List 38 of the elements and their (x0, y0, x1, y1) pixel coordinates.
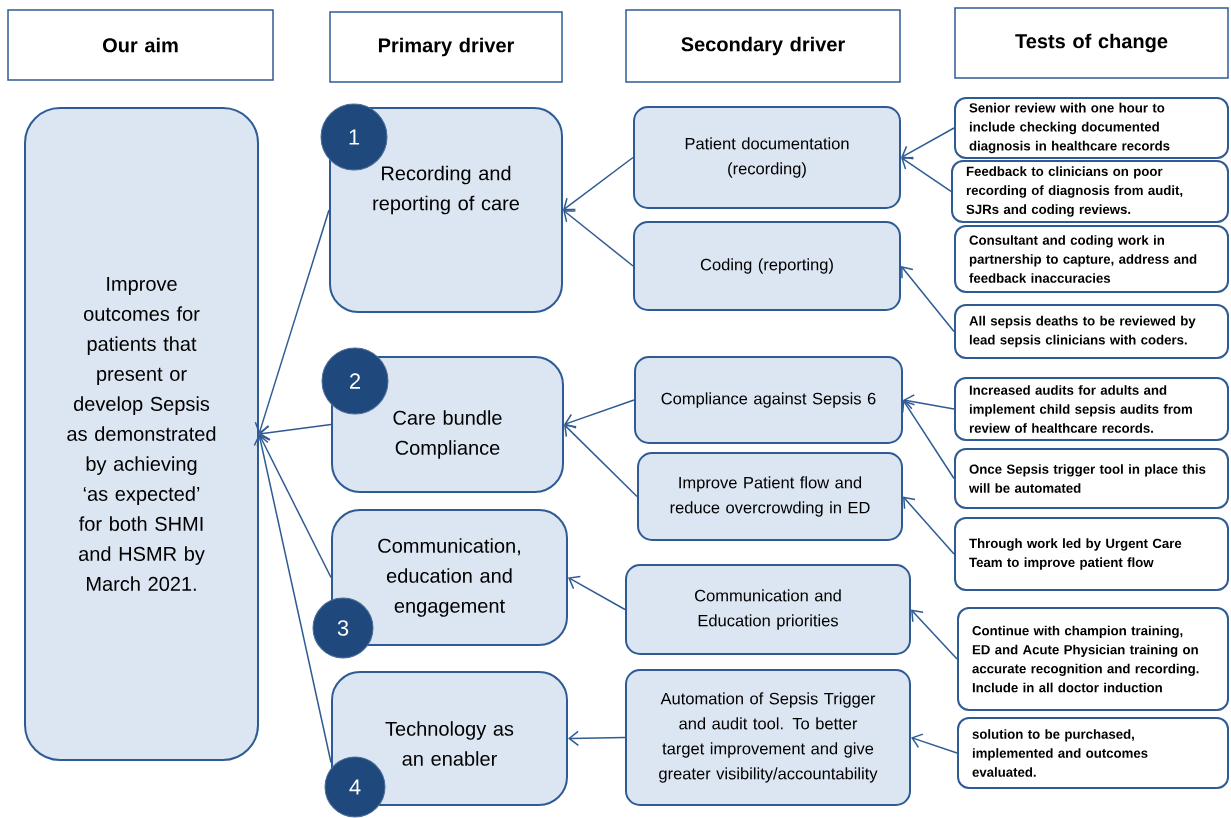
arrow (564, 399, 635, 429)
arrow (568, 730, 626, 747)
arrow (911, 609, 958, 660)
arrow (911, 733, 958, 754)
arrow (568, 575, 626, 611)
secondary-driver-box: Improve Patient flow and reduce overcrowding in ED (637, 452, 903, 541)
secondary-driver-box: Automation of Sepsis Trigger and audit tool. To better target improvement and give greater visibility/accountability (625, 669, 911, 806)
secondary-driver-box: Patient documentation (recording) (633, 106, 901, 209)
test-of-change-box: Senior review with one hour to include checking documented diagnosis in healthcare records (954, 97, 1229, 159)
test-of-change-box: solution to be purchased, implemented and outcomes evaluated. (957, 717, 1229, 789)
test-of-change-box: Consultant and coding work in partnership to capture, address and feedback inaccuracies (954, 225, 1229, 293)
arrow (253, 434, 332, 764)
test-of-change-box: Feedback to clinicians on poor recording of diagnosis from audit, SJRs and coding reviews. (951, 160, 1229, 223)
arrow (563, 156, 634, 211)
secondary-driver-box: Compliance against Sepsis 6 (634, 356, 903, 444)
test-of-change-box: Continue with champion training, ED and Acute Physician training on accurate recognition and recording. Include in all doctor induction (957, 607, 1229, 711)
test-of-change-box: Once Sepsis trigger tool in place this will be automated (954, 448, 1229, 509)
arrow (901, 400, 955, 480)
test-of-change-box: Increased audits for adults and implement child sepsis audits from review of healthcare records. (954, 377, 1229, 441)
arrow (256, 434, 332, 579)
arrow (903, 496, 955, 555)
column-heading-box: Secondary driver (625, 9, 901, 83)
secondary-driver-box: Coding (reporting) (633, 221, 901, 311)
aim-box: Improve outcomes for patients that present or develop Sepsis as demonstrated by achieving ‘as expected’ for both SHMI and HSMR by March 2021. (24, 107, 259, 761)
test-of-change-box: Through work led by Urgent Care Team to improve patient flow (954, 517, 1229, 591)
arrow (259, 423, 332, 441)
arrow (901, 127, 955, 160)
arrow (254, 209, 330, 434)
arrow (564, 424, 638, 498)
arrow (901, 156, 952, 193)
column-heading-box: Primary driver (329, 11, 563, 83)
column-heading-box: Our aim (7, 9, 274, 81)
arrow (903, 394, 955, 410)
secondary-driver-box: Communication and Education priorities (625, 564, 911, 655)
arrow (901, 266, 955, 333)
arrow (563, 210, 634, 267)
test-of-change-box: All sepsis deaths to be reviewed by lead sepsis clinicians with coders. (954, 304, 1229, 359)
column-heading-box: Tests of change (954, 7, 1229, 79)
